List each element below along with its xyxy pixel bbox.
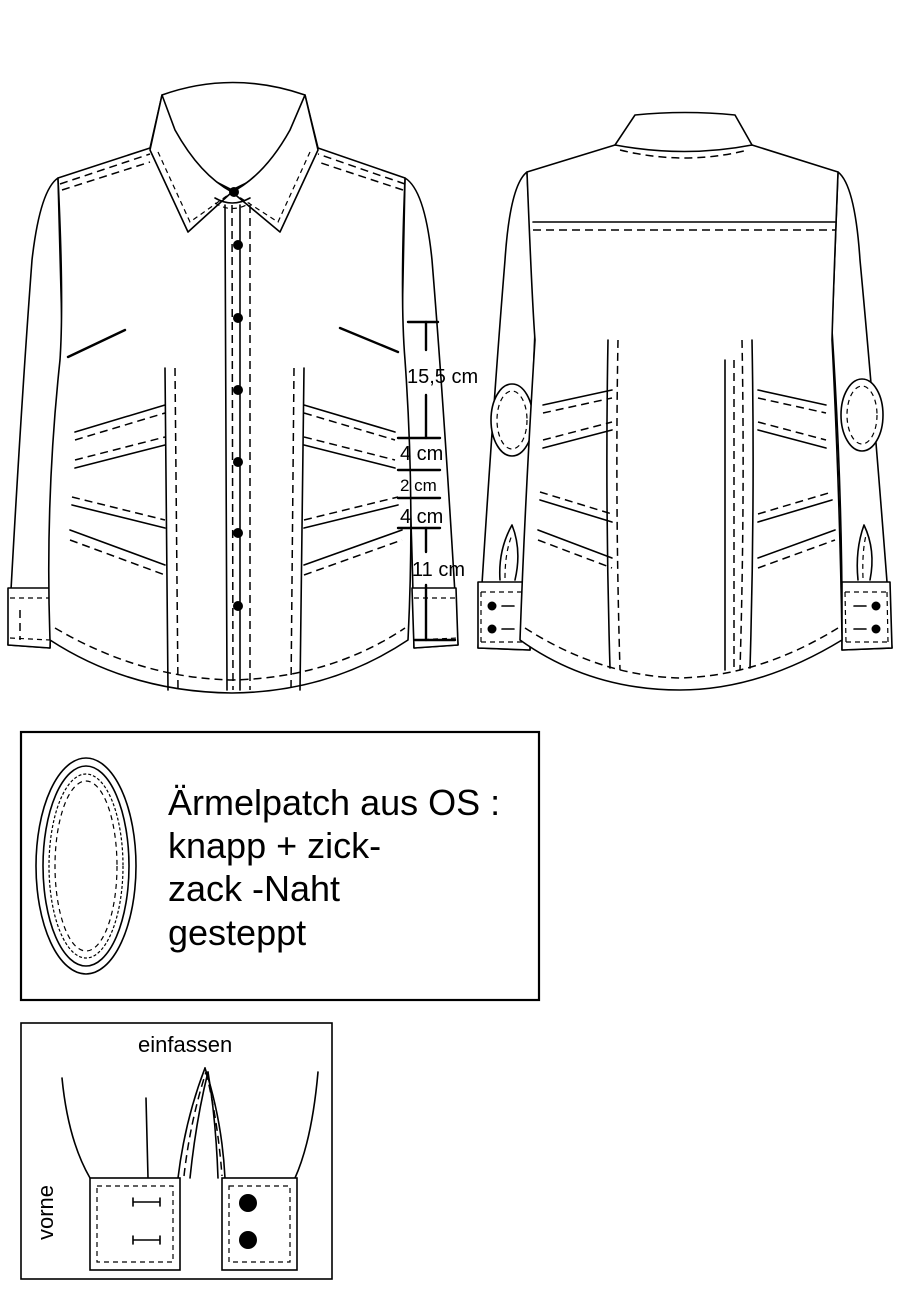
zigzag-stitch	[48, 773, 124, 959]
front-left-cuff	[7, 587, 53, 649]
shirt-front-view	[7, 81, 459, 694]
patch-note-line-1: Ärmelpatch aus OS :	[168, 782, 500, 823]
front-collar-right	[231, 94, 319, 233]
measurement-label-3: 2 cm	[400, 476, 437, 495]
patch-note-line-4: gesteppt	[168, 912, 306, 953]
measurement-label-2: 4 cm	[400, 443, 443, 465]
cuff-detail-panel: einfassen vorne	[20, 1022, 333, 1280]
cuff-detail-left-cuff	[89, 1177, 181, 1271]
measurement-marks	[396, 320, 457, 642]
back-collar-band	[614, 111, 753, 153]
back-left-cuff-button-1	[487, 601, 497, 611]
cuff-detail-side-label: vorne	[33, 1185, 58, 1240]
shirt-back-view	[477, 111, 893, 691]
front-button-1	[229, 187, 239, 197]
cuff-detail-right-cuff	[221, 1177, 298, 1271]
back-bodice	[519, 144, 843, 691]
front-button-3	[233, 313, 243, 323]
front-button-7	[233, 601, 243, 611]
front-button-2	[233, 240, 243, 250]
front-button-6	[233, 528, 243, 538]
patch-note-line-2: knapp + zick-	[168, 825, 381, 866]
back-right-cuff-button-2	[871, 624, 881, 634]
measurement-label-4: 4 cm	[400, 506, 443, 528]
front-collar-left	[149, 94, 233, 233]
front-button-4	[233, 385, 243, 395]
back-right-cuff-button-1	[871, 601, 881, 611]
measurement-label-1: 15,5 cm	[407, 366, 478, 388]
front-bodice	[47, 147, 412, 694]
back-left-cuff-button-2	[487, 624, 497, 634]
patch-note-panel: Ärmelpatch aus OS : knapp + zick- zack -…	[19, 730, 541, 1002]
cuff-detail-button-1	[239, 1194, 257, 1212]
front-button-5	[233, 457, 243, 467]
patch-detail-illustration	[35, 757, 137, 975]
front-right-cuff	[411, 587, 459, 649]
cuff-detail-button-2	[239, 1231, 257, 1249]
patch-note-line-3: zack -Naht	[168, 868, 340, 909]
measurement-label-5: 11 cm	[412, 559, 465, 581]
right-elbow-patch	[840, 378, 884, 452]
cuff-detail-top-label: einfassen	[138, 1032, 232, 1057]
